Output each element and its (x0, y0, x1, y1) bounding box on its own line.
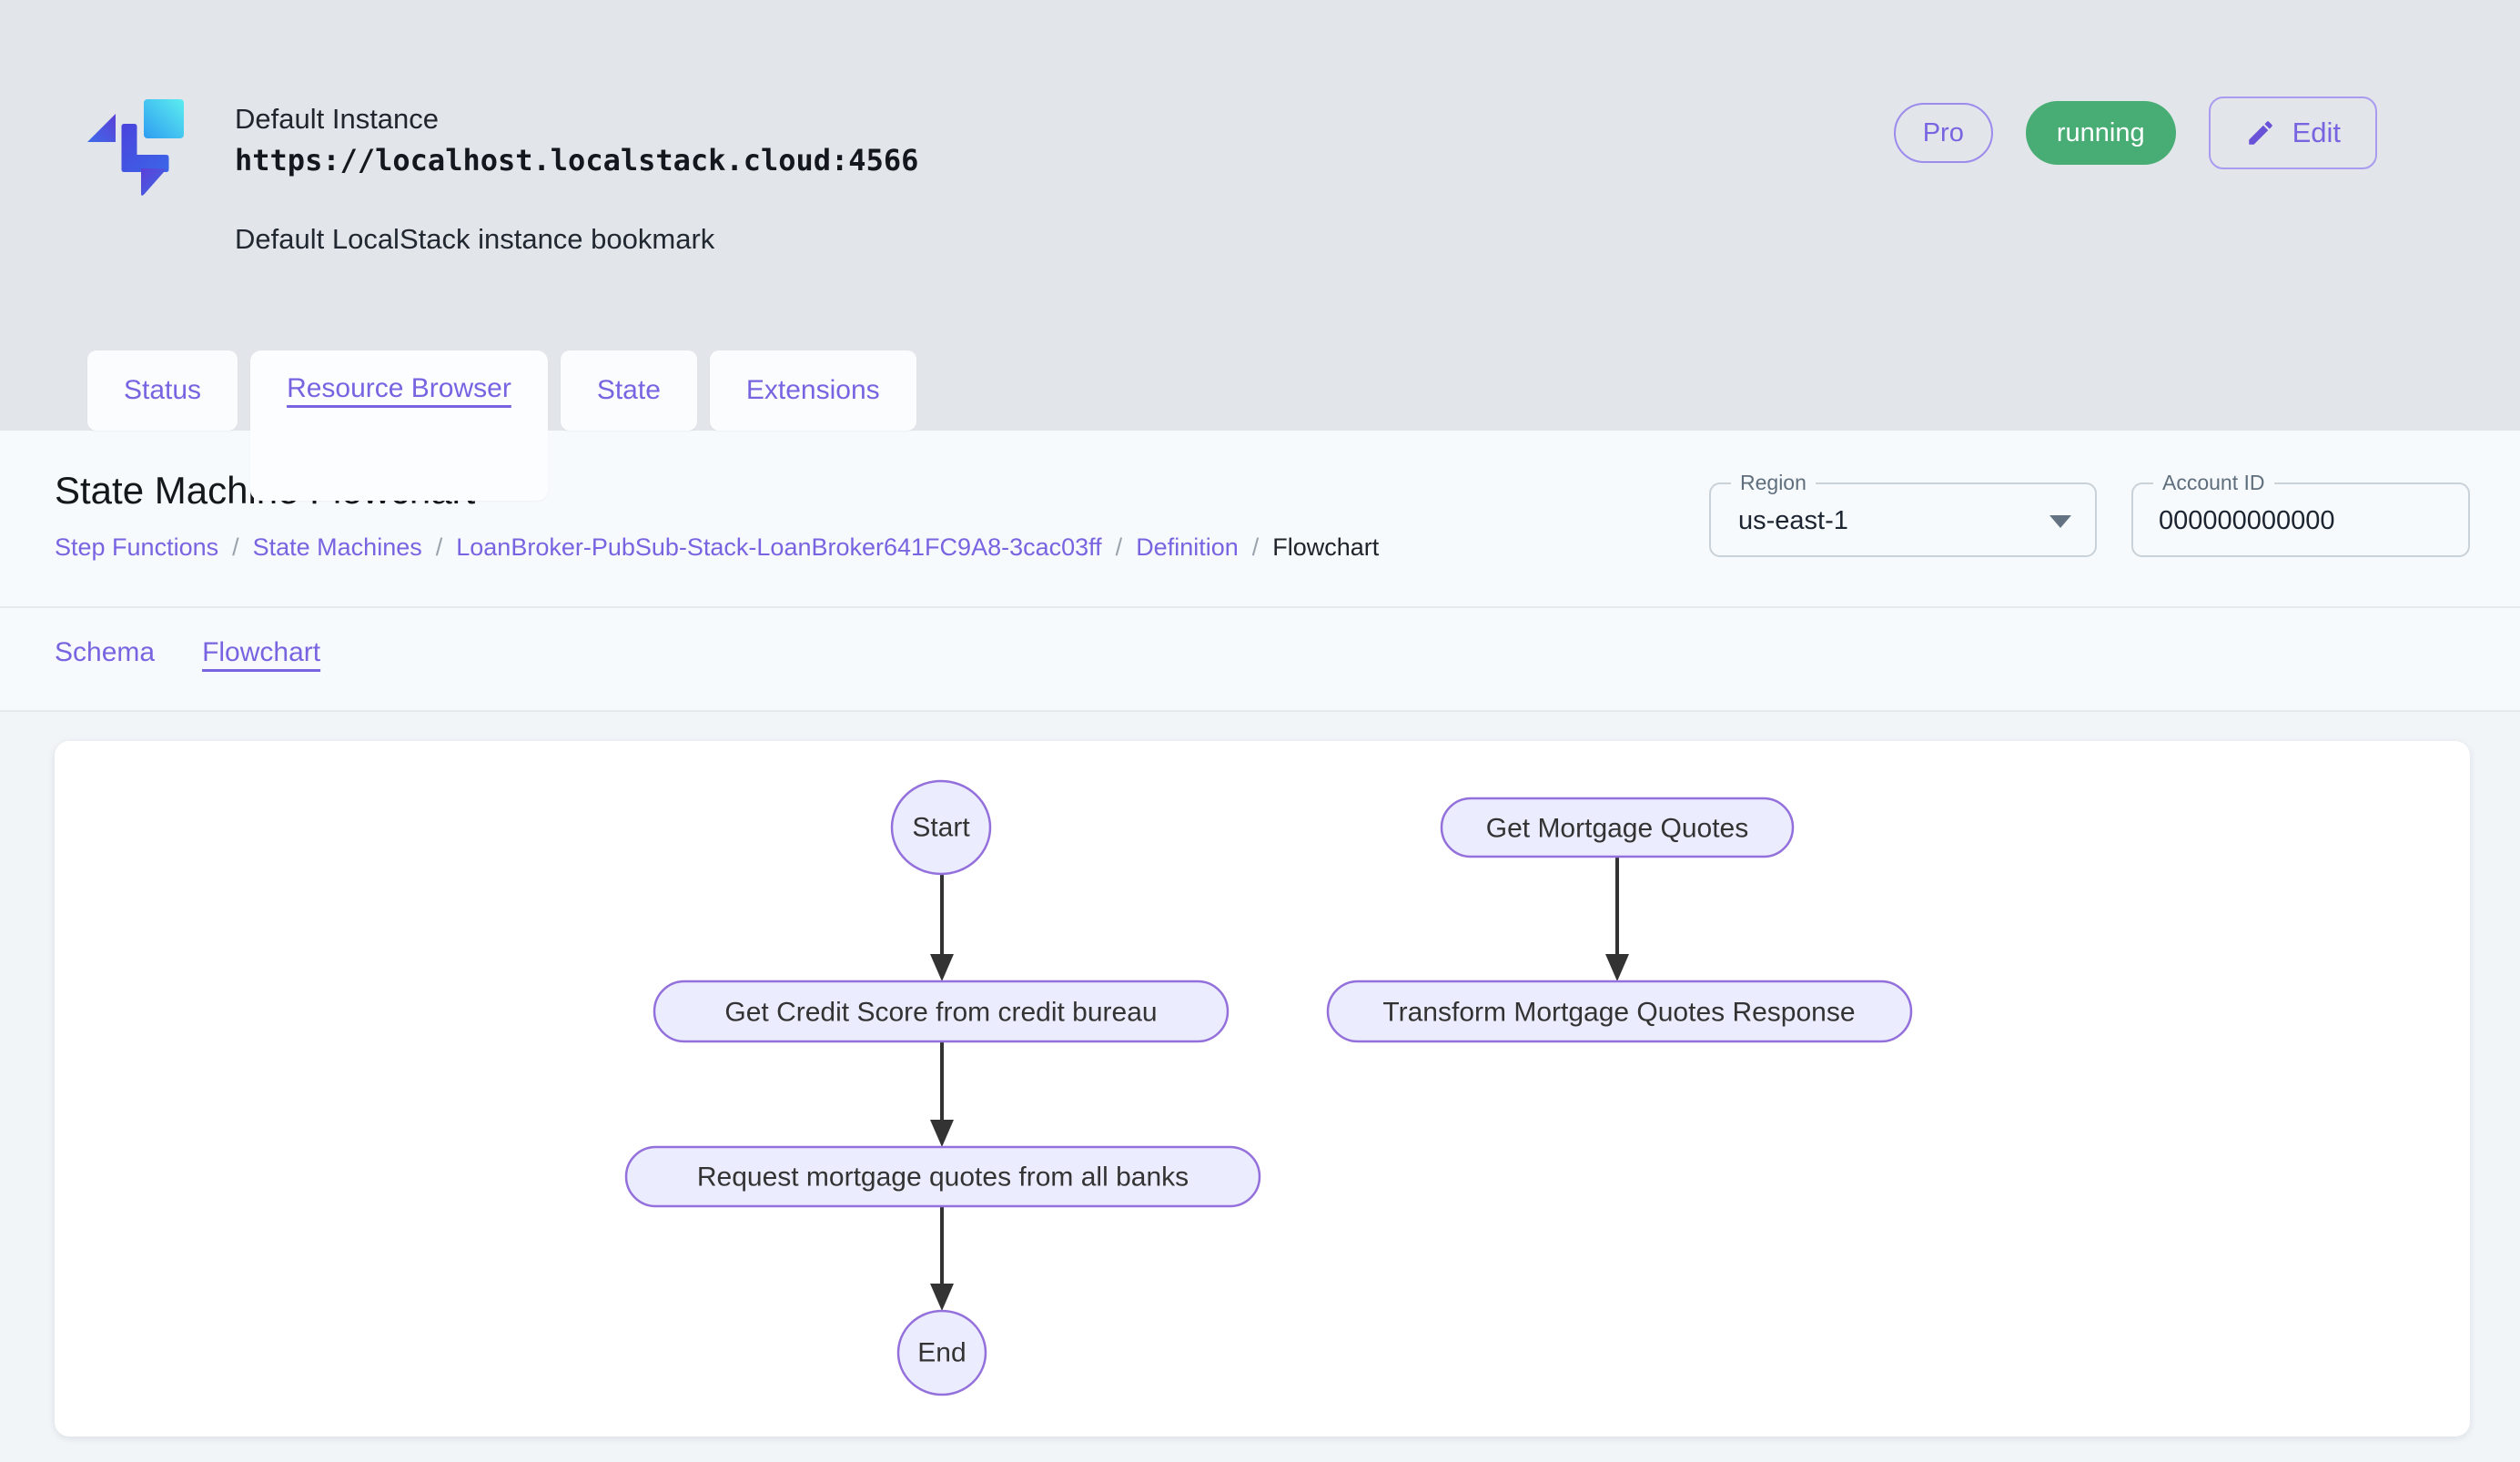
breadcrumb-state-machine-name[interactable]: LoanBroker-PubSub-Stack-LoanBroker641FC9… (456, 533, 1102, 561)
node-request-mortgage-quotes: Request mortgage quotes from all banks (624, 1145, 1261, 1208)
account-id-input[interactable] (2159, 503, 2441, 539)
node-transform-mortgage-quotes-label: Transform Mortgage Quotes Response (1382, 998, 1855, 1028)
instance-info: Default Instance https://localhost.local… (235, 102, 918, 257)
breadcrumb-step-functions[interactable]: Step Functions (55, 533, 219, 561)
tab-extensions[interactable]: Extensions (709, 350, 916, 431)
node-request-mortgage-quotes-label: Request mortgage quotes from all banks (697, 1162, 1189, 1193)
breadcrumb-separator: / (1251, 533, 1260, 561)
region-select[interactable]: Region us-east-1 (1709, 471, 2097, 557)
node-get-mortgage-quotes-label: Get Mortgage Quotes (1486, 814, 1749, 844)
edge-getquotes-to-transform (1605, 857, 1629, 981)
region-select-label: Region (1731, 471, 1816, 494)
account-id-field: Account ID (2131, 471, 2470, 557)
instance-description: Default LocalStack instance bookmark (235, 223, 715, 255)
subtab-schema[interactable]: Schema (55, 633, 155, 673)
resource-browser-panel: State Machine Flowchart Step Functions /… (0, 431, 2520, 1462)
node-get-mortgage-quotes: Get Mortgage Quotes (1440, 797, 1795, 858)
instance-name: Default Instance (235, 103, 440, 135)
tab-state-label: State (596, 375, 661, 405)
flow-edges (930, 857, 1629, 1311)
edge-start-to-credit (930, 871, 954, 981)
state-machine-flowchart: Start Get Credit Score from credit burea… (624, 779, 1913, 1396)
edge-request-to-end (930, 1206, 954, 1311)
divider (0, 710, 2520, 712)
breadcrumb-definition[interactable]: Definition (1136, 533, 1239, 561)
tab-status[interactable]: Status (87, 350, 238, 431)
flowchart-content-area: Start Get Credit Score from credit burea… (0, 712, 2520, 1462)
edit-button[interactable]: Edit (2208, 96, 2377, 169)
divider (0, 606, 2520, 608)
pencil-icon (2248, 121, 2272, 145)
node-start-label: Start (912, 813, 970, 843)
tab-state[interactable]: State (560, 350, 697, 431)
node-start: Start (890, 779, 992, 876)
chevron-down-icon (2049, 515, 2071, 528)
instance-url: https://localhost.localstack.cloud:4566 (235, 143, 919, 178)
definition-subtabs: Schema Flowchart (55, 633, 320, 673)
node-transform-mortgage-quotes: Transform Mortgage Quotes Response (1326, 980, 1913, 1043)
node-end-label: End (917, 1338, 966, 1368)
header-actions: Pro running Edit (1893, 95, 2377, 171)
account-id-label: Account ID (2153, 471, 2274, 494)
breadcrumb-separator: / (232, 533, 239, 561)
localstack-logo (87, 99, 184, 196)
pro-badge: Pro (1893, 103, 1993, 163)
breadcrumb-separator: / (1115, 533, 1123, 561)
region-select-value: us-east-1 (1738, 506, 1848, 535)
breadcrumb: Step Functions / State Machines / LoanBr… (55, 533, 1379, 562)
flowchart-card: Start Get Credit Score from credit burea… (55, 741, 2470, 1437)
node-get-credit-score: Get Credit Score from credit bureau (653, 980, 1230, 1043)
tab-extensions-label: Extensions (745, 375, 880, 405)
edit-button-label: Edit (2292, 117, 2341, 148)
breadcrumb-flowchart: Flowchart (1272, 533, 1380, 561)
subtab-flowchart[interactable]: Flowchart (202, 633, 320, 673)
node-end: End (896, 1309, 987, 1396)
node-get-credit-score-label: Get Credit Score from credit bureau (724, 998, 1157, 1028)
tab-resource-browser[interactable]: Resource Browser (250, 350, 548, 501)
breadcrumb-separator: / (435, 533, 443, 561)
tab-resource-browser-label: Resource Browser (287, 373, 511, 403)
main-tabs: Status Resource Browser State Extensions (87, 350, 916, 501)
edge-credit-to-request (930, 1041, 954, 1147)
tab-status-label: Status (124, 375, 202, 405)
status-badge: running (2025, 101, 2176, 165)
breadcrumb-state-machines[interactable]: State Machines (252, 533, 422, 561)
